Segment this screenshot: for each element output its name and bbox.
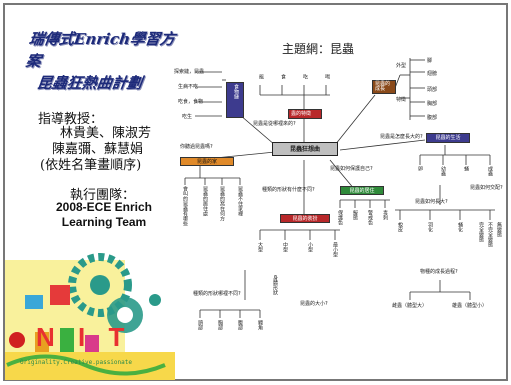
mindmap-question: 你聽過昆蟲嗎? xyxy=(180,144,213,150)
mindmap-sub-label: 昆蟲不住家裡 xyxy=(237,186,243,216)
mindmap-sub-label: 警戒色 xyxy=(367,210,373,225)
mindmap-node-foodchain: 食物鏈 xyxy=(226,82,244,118)
mindmap-sub-label: 不完全變態 xyxy=(487,222,493,247)
mindmap-sub-label: 觸角 xyxy=(257,320,263,330)
advisor-name-line: 林貴美、陳淑芳 xyxy=(60,126,152,141)
mindmap-sub-label: 蛻皮 xyxy=(397,222,403,232)
mindmap-question: 物種的成長過程? xyxy=(420,269,458,275)
mindmap-sub-label: 腹部 xyxy=(427,115,438,121)
team-name: 2008-ECE Enrich Learning Team xyxy=(44,200,164,230)
mindmap-sub-label: 吃生 xyxy=(182,114,193,120)
mindmap-question: 昆蟲是從哪裡來的? xyxy=(253,121,296,127)
mindmap-sub-label: 吃食，食物 xyxy=(178,99,204,105)
mindmap-sub-label: 食 xyxy=(280,74,286,79)
mindmap-sub-label: 大型 xyxy=(257,242,263,252)
mindmap-sub-label: 會叫的昆蟲有哪些 xyxy=(182,186,188,226)
mindmap-sub-label: 擬態 xyxy=(352,210,358,220)
mindmap-question: 昆蟲的大小? xyxy=(300,301,328,307)
mindmap-sub-label: 毒刺 xyxy=(382,210,388,220)
mindmap-sub-label: 昆蟲的窩在何方 xyxy=(219,186,225,221)
team-name-line-2: Learning Team xyxy=(61,215,147,229)
slogan: Originality.Creative.passionate xyxy=(20,359,132,366)
team-label: 執行團隊： xyxy=(70,188,136,203)
frame-border-left xyxy=(3,3,5,381)
mindmap-sub-label: 翅膀 xyxy=(427,71,438,77)
mindmap-sub-label: 能 xyxy=(258,74,264,79)
advisor-name-line: 陳嘉彌、蘇慧娟 xyxy=(52,142,144,157)
mindmap-center-node: 昆蟲狂想曲 xyxy=(272,142,338,156)
mindmap-node-home: 昆蟲的家 xyxy=(180,157,234,166)
mindmap-question: 昆蟲如何交配? xyxy=(470,185,503,191)
mindmap-sub-label: 雄蟲（體型小） xyxy=(452,303,488,309)
mindmap-sub-label: 喝 xyxy=(324,74,330,79)
deco-letters: N I T xyxy=(36,322,133,352)
mindmap-node-life: 昆蟲的生活 xyxy=(426,133,470,143)
mindmap-sub-label: 探索鏈，昆蟲 xyxy=(174,69,205,75)
mindmap-question: 昆蟲如何長大? xyxy=(415,199,448,205)
mindmap-sub-label: 身體形狀 xyxy=(272,275,278,295)
team-name-line-1: 2008-ECE Enrich xyxy=(55,200,153,214)
mindmap-sub-label: 腳 xyxy=(427,58,433,64)
mindmap-question: 昆蟲是怎麼長大的? xyxy=(380,134,423,140)
mindmap-sub-label: 雌蟲（體型大） xyxy=(392,303,428,309)
mindmap-sub-label: 特徵 xyxy=(396,97,407,103)
mindmap-sub-label: 幼蟲 xyxy=(440,166,446,176)
advisor-label: 指導教授： xyxy=(38,112,104,127)
mindmap-sub-label: 蛹 xyxy=(463,166,469,171)
frame-border-top xyxy=(3,3,508,5)
mindmap-sub-label: 生病不吃 xyxy=(178,84,199,90)
mindmap-sub-label: 外型 xyxy=(396,63,407,69)
mindmap-node-features: 蟲的特徵 xyxy=(288,109,322,119)
mindmap-sub-label: 昆蟲的居住處 xyxy=(202,186,208,216)
mindmap-sub-label: 中型 xyxy=(282,242,288,252)
advisor-name-line: (依姓名筆畫順序) xyxy=(40,158,142,173)
mindmap-title: 主題網：昆蟲 xyxy=(282,42,355,56)
mindmap-sub-label: 無變態 xyxy=(496,222,502,237)
decorative-illustration xyxy=(5,240,175,380)
mindmap-question: 種類的形狀有什麼不同? xyxy=(262,187,315,193)
mindmap-sub-label: 頭部 xyxy=(197,320,203,330)
mindmap-sub-label: 完全變態 xyxy=(478,222,484,242)
mindmap-sub-label: 羽化 xyxy=(427,222,433,232)
mindmap-node-habitat: 昆蟲的居住 xyxy=(340,186,384,195)
mindmap-sub-label: 胸部 xyxy=(217,320,223,330)
mindmap-sub-label: 保護色 xyxy=(337,210,343,225)
advisor-names: 林貴美、陳淑芳 陳嘉彌、蘇慧娟 (依姓名筆畫順序) xyxy=(40,126,151,174)
mindmap-sub-label: 最小型 xyxy=(332,242,338,257)
mindmap-node-growth: 昆蟲的 成長 xyxy=(372,80,396,94)
frame-border-bottom xyxy=(3,379,508,381)
mindmap-sub-label: 吃 xyxy=(302,74,308,79)
mindmap-question: 昆蟲如何保護自己? xyxy=(330,166,373,172)
mindmap-sub-label: 腹部 xyxy=(237,320,243,330)
mindmap-question: 種類的形狀哪裡不同? xyxy=(193,291,241,297)
mindmap-sub-label: 成蟲 xyxy=(487,166,493,176)
mindmap-node-appearance: 昆蟲的裝扮 xyxy=(280,214,330,223)
gear-icon xyxy=(68,253,132,317)
frame-border-right xyxy=(506,3,508,381)
mindmap-sub-label: 小型 xyxy=(307,242,313,252)
mindmap-sub-label: 蛹化 xyxy=(457,222,463,232)
mindmap-sub-label: 卵 xyxy=(417,166,423,171)
mindmap-sub-label: 頭部 xyxy=(427,87,438,93)
mindmap-sub-label: 胸部 xyxy=(427,101,438,107)
